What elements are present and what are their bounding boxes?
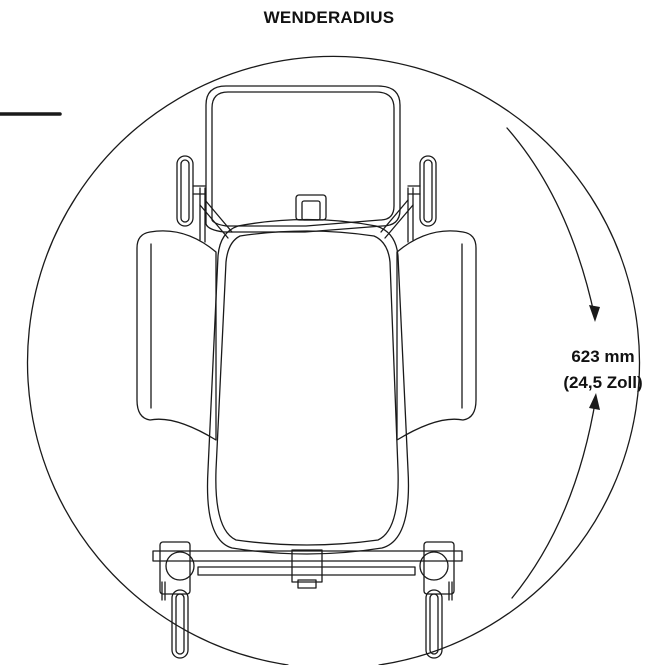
right-caster-wheel <box>419 541 455 659</box>
dimension-arrows <box>506 127 600 599</box>
seat <box>206 218 410 555</box>
left-armrest <box>136 230 217 441</box>
turning-circle <box>26 55 641 665</box>
diagram-title: WENDERADIUS <box>263 8 395 27</box>
left-caster-wheel <box>159 541 195 659</box>
backrest <box>205 85 401 233</box>
turning-radius-metric: 623 mm <box>571 347 635 366</box>
right-armrest <box>396 230 477 441</box>
base-frame <box>152 549 463 589</box>
turning-radius-label: 623 mm (24,5 Zoll) <box>548 344 658 396</box>
turning-radius-imperial: (24,5 Zoll) <box>563 373 643 392</box>
right-rear-wheel <box>380 155 437 243</box>
left-rear-wheel <box>176 155 233 243</box>
